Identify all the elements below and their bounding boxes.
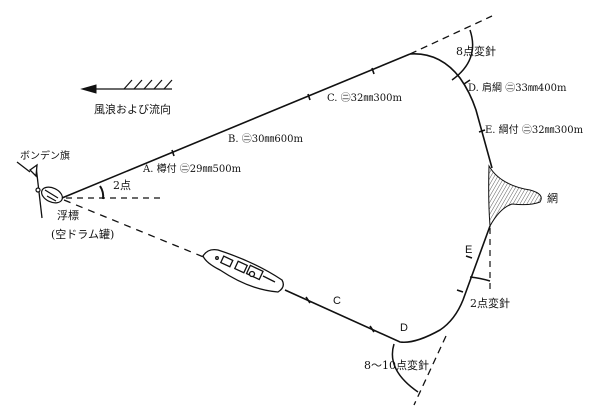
- angle-top-right-label: 8点変針: [456, 45, 496, 58]
- wind-current-label: 風浪および流向: [94, 103, 171, 116]
- angle-bottom-label: 8～10点変針: [364, 359, 429, 372]
- bonden-flag-label: ボンデン旗: [20, 151, 70, 162]
- float-buoy-icon: [35, 186, 63, 204]
- angle-arc-top: [451, 29, 474, 81]
- wind-arrow-icon: [80, 79, 173, 94]
- outgoing-warp-line: [61, 53, 493, 199]
- angle-arc-e: [469, 276, 491, 282]
- net-icon: [488, 164, 542, 228]
- trawler-ship-icon: [202, 248, 284, 293]
- segment-b-label: B. ㊁30㎜600m: [228, 134, 303, 145]
- course-extension-bottom: [413, 335, 447, 406]
- angle-bottom-right-label: 2点変針: [470, 297, 510, 310]
- float-note-label: (空ドラム罐): [51, 228, 115, 241]
- angle-start-label: 2点: [113, 179, 131, 192]
- angle-arc-start: [99, 185, 105, 200]
- float-label: 浮標: [57, 209, 79, 222]
- segment-c-label: C. ㊁32㎜300m: [327, 93, 402, 104]
- return-d-label: D: [400, 322, 408, 334]
- net-label: 網: [547, 192, 558, 205]
- angle-arc-bottom: [391, 343, 419, 393]
- return-e-label: E: [465, 244, 473, 256]
- course-extension-top: [409, 15, 493, 55]
- return-warp-line: [284, 225, 491, 344]
- segment-d-label: D. 肩綱 ㊁33㎜400m: [468, 83, 567, 94]
- return-c-label: C: [333, 295, 341, 307]
- segment-e-label: E. 綱付 ㊁32㎜300m: [485, 125, 584, 136]
- segment-a-label: A. 樽付 ㊁29㎜500m: [143, 164, 242, 175]
